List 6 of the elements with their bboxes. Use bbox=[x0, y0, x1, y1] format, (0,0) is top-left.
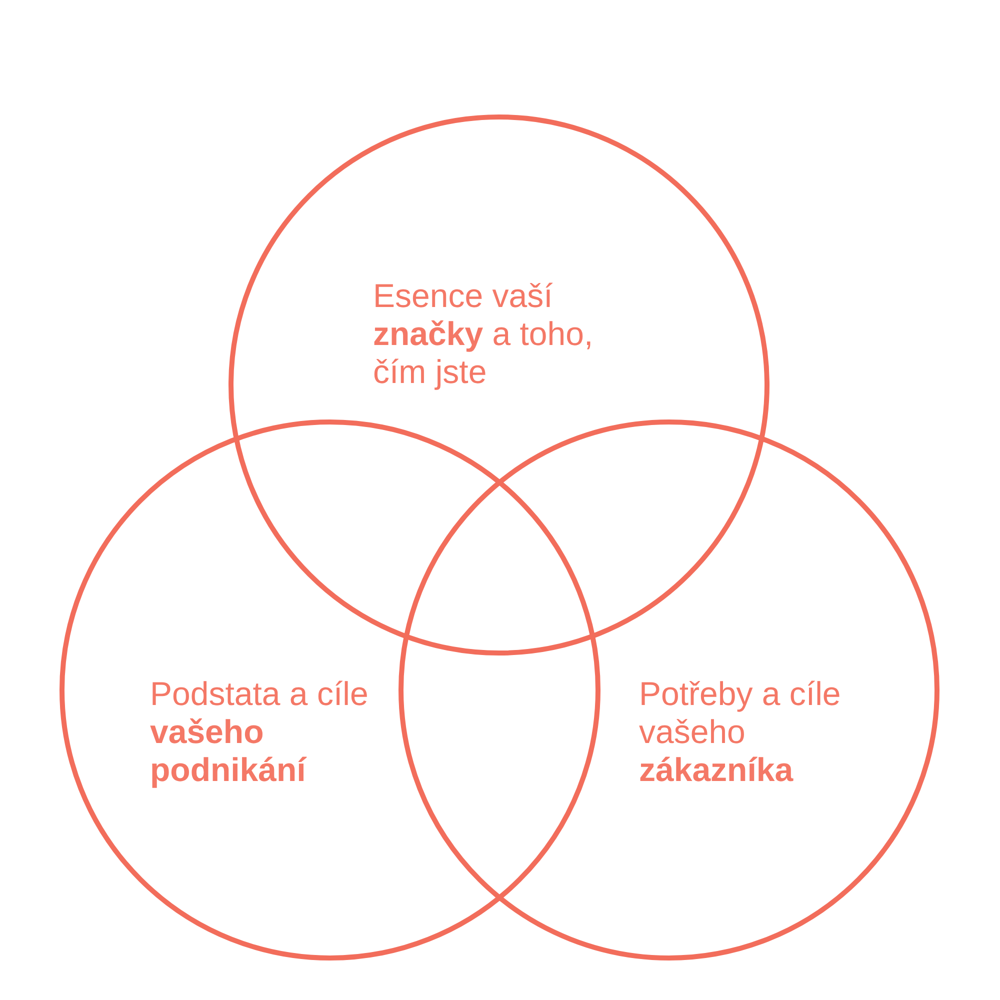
venn-circle bbox=[59, 419, 601, 961]
circle-label: Esence vaší značky a toho, čím jste bbox=[373, 277, 594, 391]
venn-circle bbox=[398, 419, 940, 961]
venn-circle bbox=[228, 114, 770, 656]
circle-label: Potřeby a cíle vašeho zákazníka bbox=[639, 675, 842, 789]
circle-label: Podstata a cíle vašeho podnikání bbox=[150, 675, 370, 789]
